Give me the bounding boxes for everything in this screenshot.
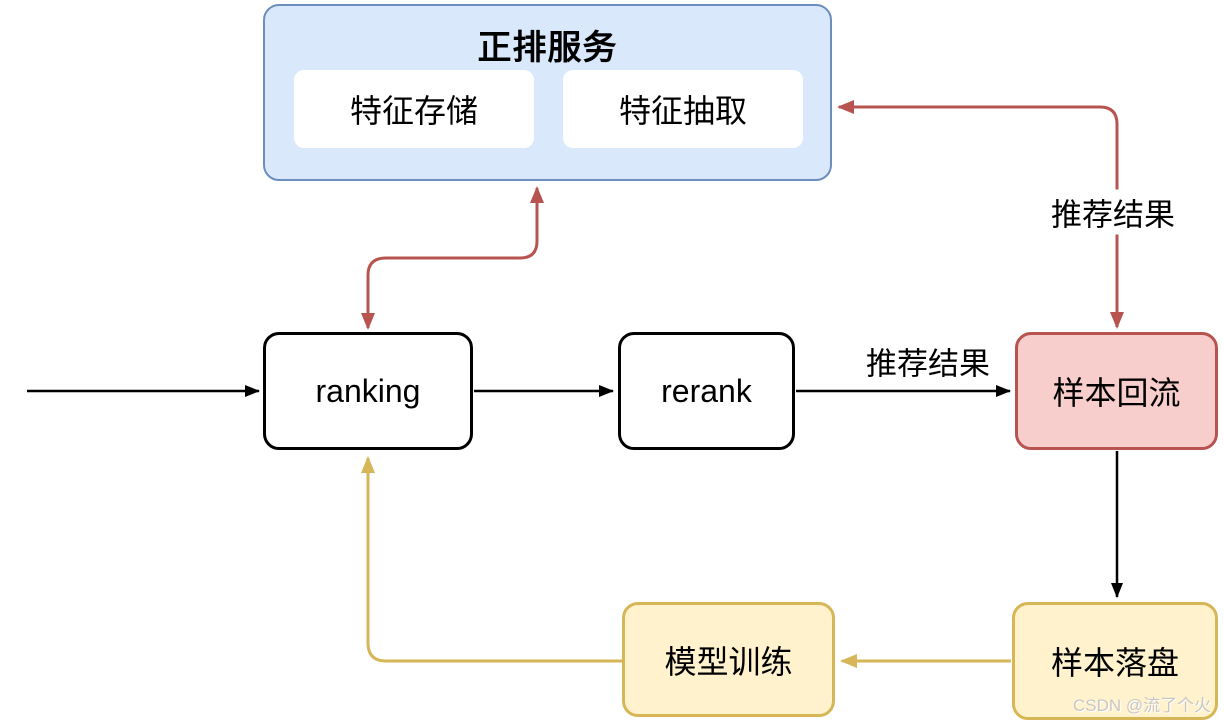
node-feature-storage: 特征存储	[294, 70, 534, 148]
edge-label-recommend-results-right: 推荐结果	[1048, 189, 1178, 235]
node-forward-service: 正排服务 特征存储 特征抽取	[263, 4, 832, 181]
node-sample-disk: 样本落盘	[1012, 602, 1218, 720]
node-feature-extraction: 特征抽取	[563, 70, 803, 148]
edge-training-to-ranking	[361, 456, 622, 663]
node-ranking: ranking	[263, 332, 473, 450]
edge-label-recommend-results-mid: 推荐结果	[863, 338, 993, 384]
edge-backflow-forward-service	[837, 100, 1124, 329]
node-sample-backflow: 样本回流	[1015, 332, 1218, 450]
node-model-training: 模型训练	[622, 602, 835, 717]
watermark: CSDN @流了个火	[1073, 696, 1212, 715]
edge-ranking-forward-service	[361, 186, 544, 330]
node-rerank: rerank	[618, 332, 795, 450]
forward-service-title: 正排服务	[477, 29, 618, 67]
